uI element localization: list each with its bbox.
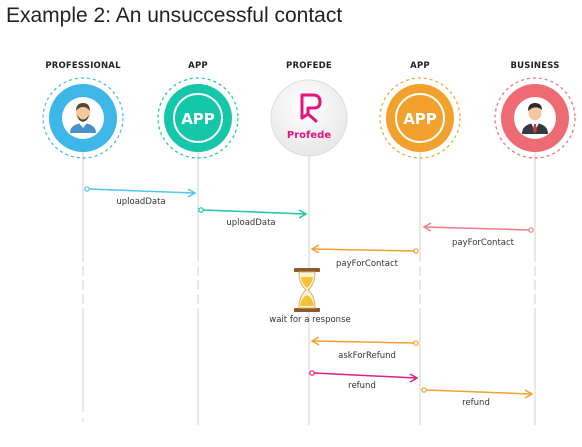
message-upload-data-1: uploadData [84,186,197,207]
wait-label: wait for a response [269,315,351,325]
page-title: Example 2: An unsuccessful contact [6,4,343,27]
message-pay-for-contact-2: payForContact [310,244,419,269]
actor-label-app-1: APP [188,61,208,71]
actor-ring [42,77,124,159]
profede-wordmark: Profede [287,130,331,141]
actor-app-2: APP [379,77,461,159]
actor-professional [42,77,124,159]
message-label: askForRefund [338,351,396,361]
message-pay-for-contact-1: payForContact [422,222,534,248]
message-label: uploadData [116,197,165,207]
message-label: refund [462,398,490,408]
businessman-icon [522,103,548,134]
actor-ring [157,77,239,159]
message-label: payForContact [336,259,399,269]
actor-label-professional: PROFESSIONAL [45,61,121,71]
message-label: payForContact [452,238,515,248]
app-badge-text: APP [181,110,215,128]
hourglass-icon [294,268,320,312]
actor-app-1: APP [157,77,239,159]
message-refund-1: refund [309,370,419,391]
actor-business [494,77,576,159]
person-icon [70,103,96,133]
actor-ring [379,77,461,159]
actor-circle [270,79,348,157]
actor-profede: Profede [270,79,348,157]
app-badge-ring [395,93,445,143]
actor-ring [494,77,576,159]
actor-label-app-2: APP [410,61,430,71]
message-refund-2: refund [421,387,534,408]
app-badge-ring [173,93,223,143]
actor-label-profede: PROFEDE [286,61,332,71]
message-label: refund [348,381,376,391]
lifeline-gaps [82,262,536,308]
message-label: uploadData [226,218,275,228]
message-upload-data-2: uploadData [198,207,308,228]
app-badge-text: APP [403,110,437,128]
message-ask-for-refund: askForRefund [310,336,419,361]
actor-label-business: BUSINESS [510,61,560,71]
profede-logo-icon [300,93,322,123]
